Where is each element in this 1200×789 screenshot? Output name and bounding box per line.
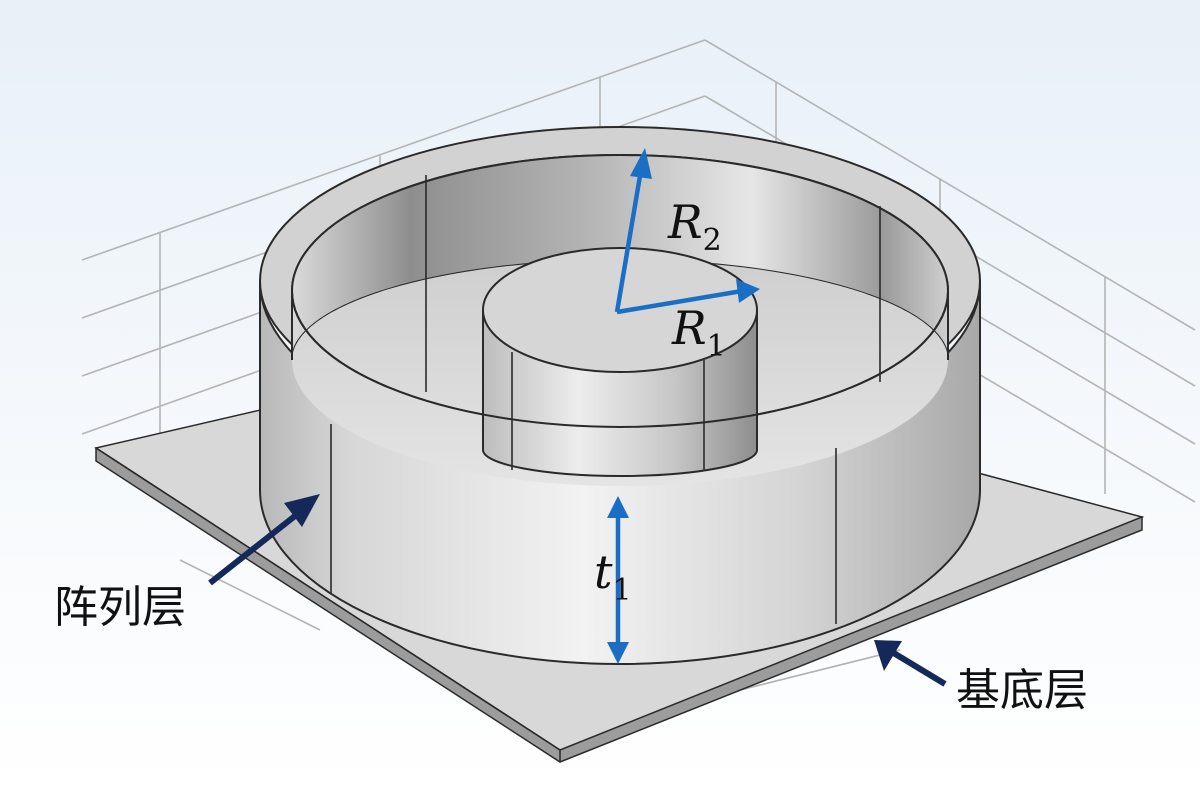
t1-arrowhead-top (607, 496, 629, 518)
r1-arrowhead (736, 279, 760, 303)
r2-arrow-shaft (614, 169, 644, 313)
r2-arrowhead (630, 148, 652, 179)
t1-arrowhead-bottom (607, 642, 629, 664)
substrate-pointer (890, 649, 947, 687)
r2-label: R2 (667, 195, 722, 258)
array-layer-label: 阵列层 (54, 582, 186, 633)
substrate-pointer-head (874, 640, 902, 671)
array-layer-pointer-head (284, 494, 320, 527)
t1-label: t1 (594, 545, 632, 608)
dimension-arrows (607, 148, 760, 664)
substrate-layer-label: 基底层 (956, 665, 1088, 716)
array-layer-pointer (208, 509, 302, 586)
r1-arrow-shaft (616, 288, 743, 315)
pointer-arrows (208, 494, 947, 687)
r1-label: R1 (671, 301, 726, 364)
